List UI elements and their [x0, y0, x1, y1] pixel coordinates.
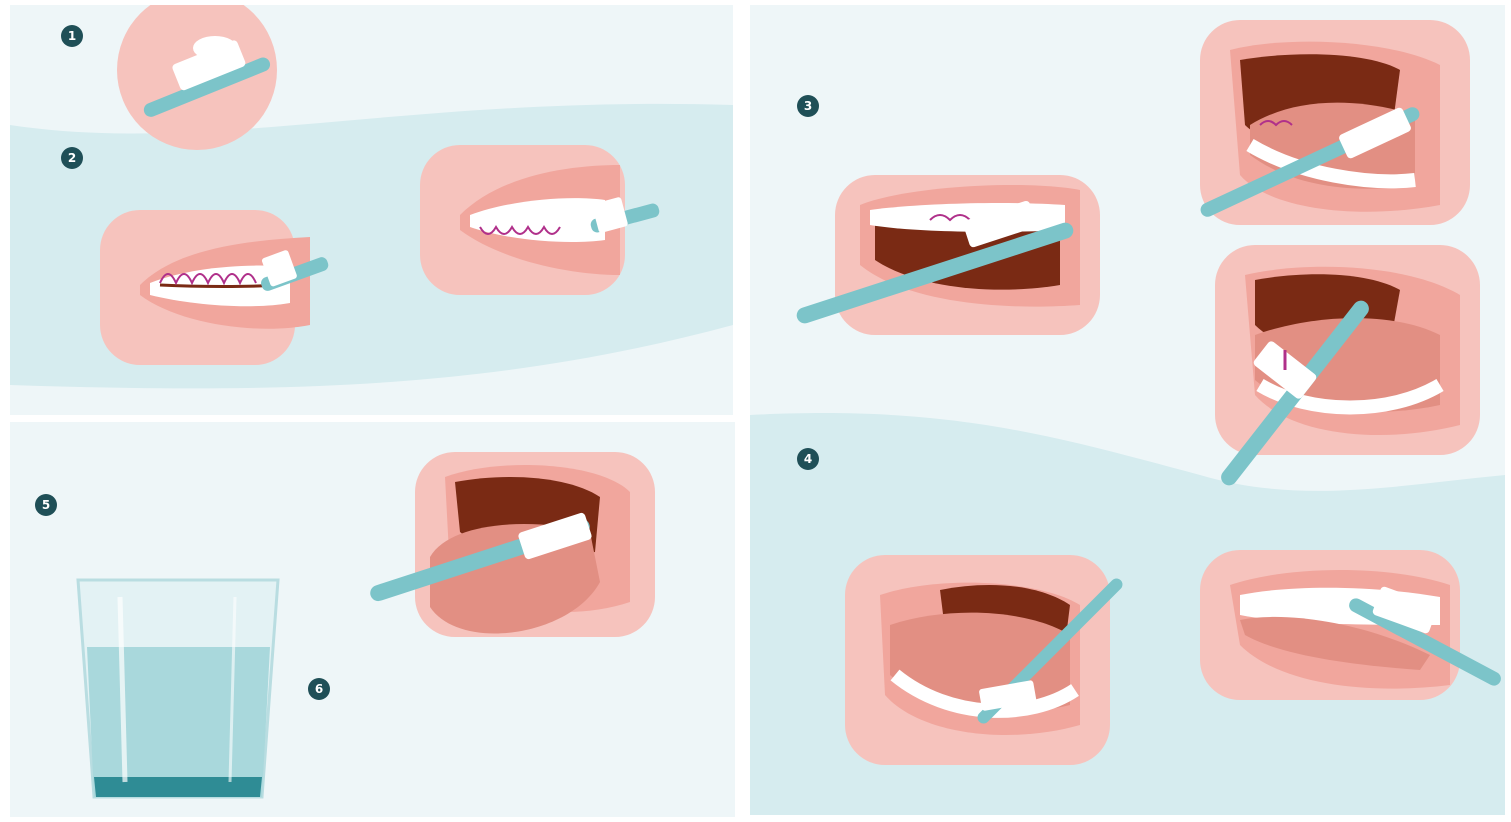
- step-badge-2: 2: [61, 147, 83, 169]
- mouth-lower-back-illustration: [845, 555, 1125, 765]
- panel-step-1-2: 1 2: [10, 5, 733, 415]
- panel-step-3-4: 3 4: [750, 5, 1505, 815]
- step-badge-4: 4: [797, 448, 819, 470]
- panel-step-1-2-art: [10, 5, 733, 415]
- panel-step-5-6: 5 6: [10, 422, 735, 817]
- step-badge-5: 5: [35, 494, 57, 516]
- water-glass-icon: [78, 580, 278, 797]
- panel-step-5-6-art: [10, 422, 735, 817]
- mouth-inner-upper-illustration: [1198, 20, 1470, 225]
- step-badge-1: 1: [61, 25, 83, 47]
- mouth-inner-lower-illustration: [1215, 245, 1480, 489]
- mouth-inner-front-illustration: [795, 175, 1100, 335]
- mouth-tongue-illustration: [368, 452, 655, 637]
- step-badge-3: 3: [797, 95, 819, 117]
- panel-step-3-4-art: [750, 5, 1505, 815]
- step-badge-6: 6: [308, 678, 330, 700]
